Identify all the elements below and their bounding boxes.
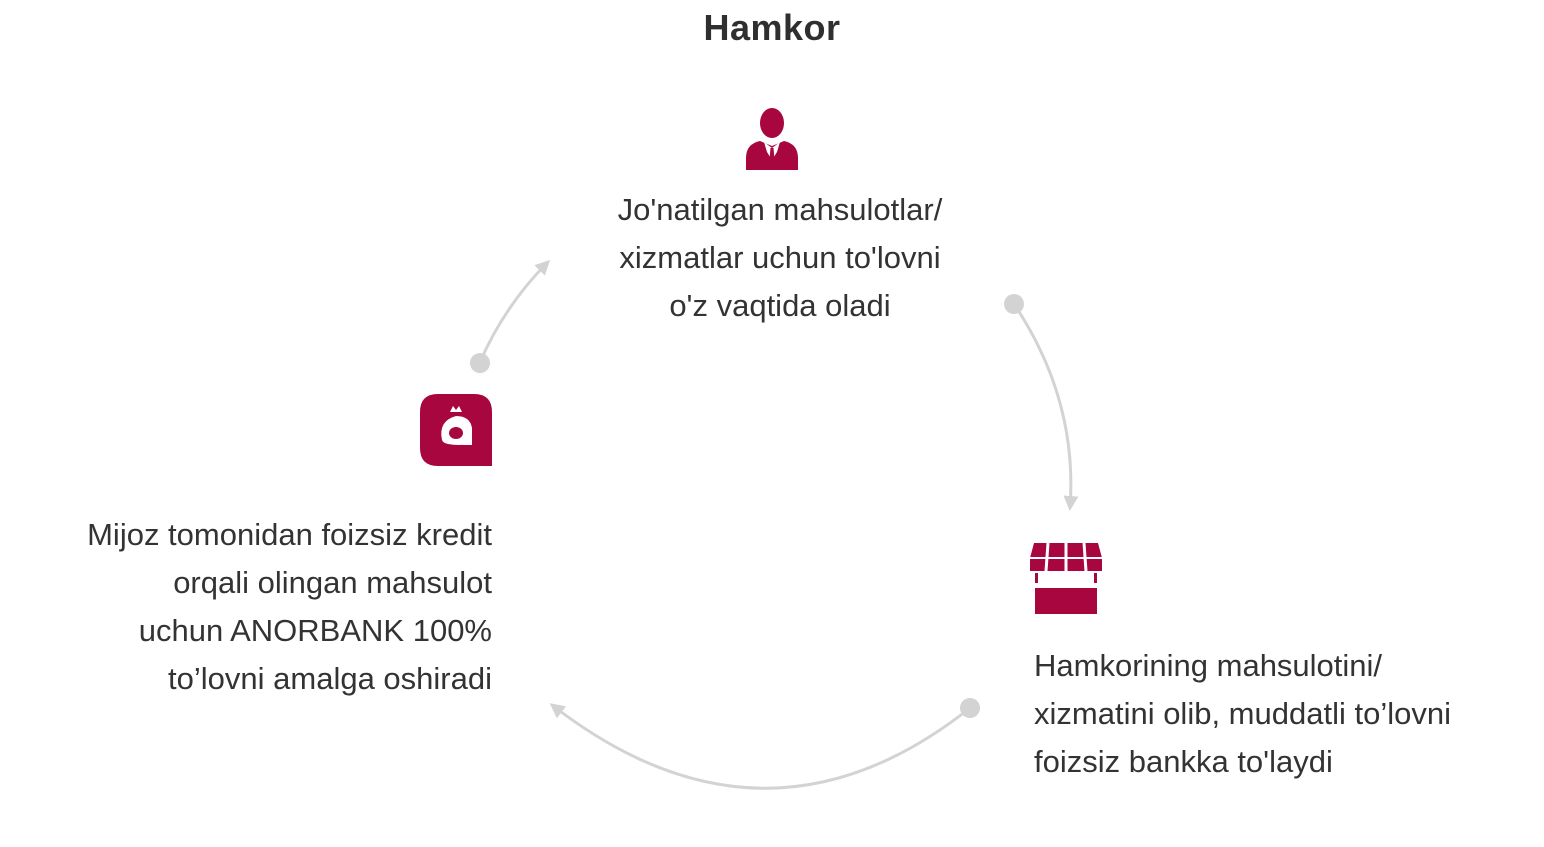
- partner-step-line: o'z vaqtida oladi: [669, 288, 891, 323]
- bank-step-line: to’lovni amalga oshiradi: [168, 661, 492, 696]
- diagram-title: Hamkor: [703, 7, 841, 48]
- businessman-icon: [744, 104, 800, 170]
- connector-bank-to-partner: [470, 259, 551, 373]
- customer-step-line: Hamkorining mahsulotini/: [1034, 648, 1383, 683]
- bank-step-text: Mijoz tomonidan foizsiz kredit orqali ol…: [0, 511, 492, 703]
- bank-step-line: orqali olingan mahsulot: [173, 565, 492, 600]
- partner-step-line: Jo'natilgan mahsulotlar/: [617, 192, 943, 227]
- partner-step-text: Jo'natilgan mahsulotlar/ xizmatlar uchun…: [530, 186, 1030, 330]
- connector-partner-to-customer: [1004, 294, 1079, 511]
- connector-customer-to-bank: [549, 698, 980, 790]
- bank-step-line: uchun ANORBANK 100%: [138, 613, 492, 648]
- bank-step-line: Mijoz tomonidan foizsiz kredit: [87, 517, 492, 552]
- customer-step-text: Hamkorining mahsulotini/ xizmatini olib,…: [1034, 642, 1539, 786]
- store-icon: [1030, 542, 1102, 614]
- anorbank-logo-icon: [420, 394, 492, 466]
- customer-step-line: xizmatini olib, muddatli to’lovni: [1034, 696, 1451, 731]
- partner-step-line: xizmatlar uchun to'lovni: [619, 240, 941, 275]
- customer-step-line: foizsiz bankka to'laydi: [1034, 744, 1333, 779]
